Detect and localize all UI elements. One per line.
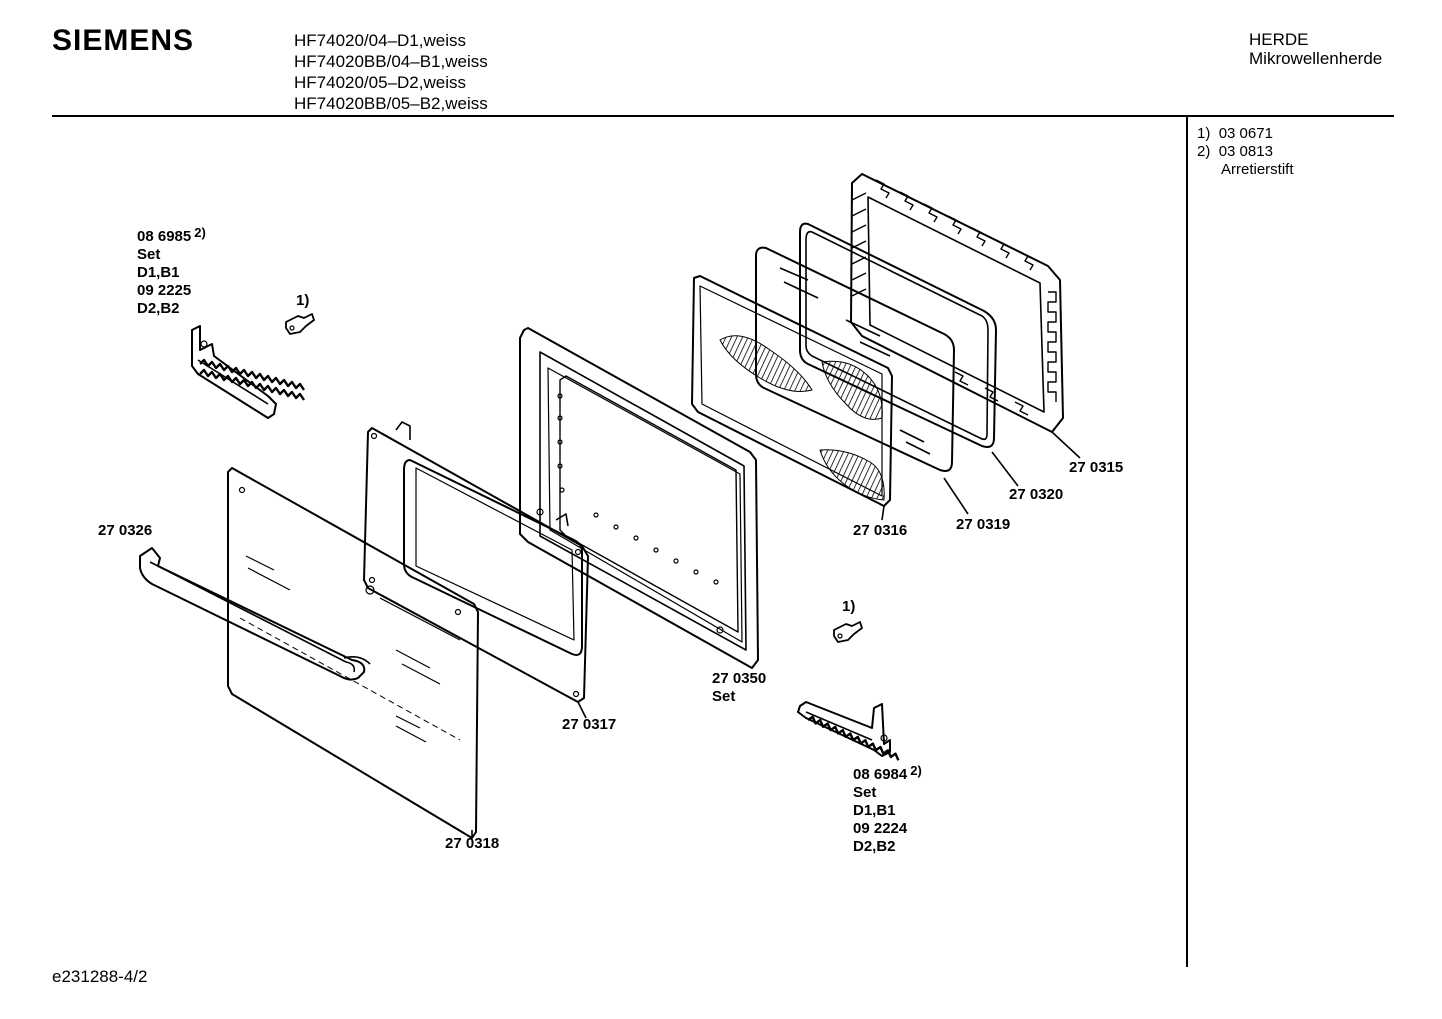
- label-pin-right: 1): [842, 598, 856, 615]
- label-inner-frame: 27 0317: [562, 716, 617, 733]
- part-detail: D1,B1: [853, 802, 896, 819]
- seal-part: [799, 222, 1019, 487]
- part-number: 08 6984: [853, 766, 908, 783]
- footnote-value: 03 0813: [1218, 143, 1273, 160]
- inner-frame-part: [363, 421, 589, 719]
- part-detail: D1,B1: [137, 264, 180, 281]
- label-seal: 27 0320: [1009, 486, 1064, 503]
- part-detail: D2,B2: [853, 838, 896, 855]
- pin-right-part: [833, 621, 863, 643]
- part-number: 08 6985: [137, 228, 192, 245]
- footnote-key: 1): [1197, 125, 1211, 142]
- footnote-2: 2) 03 0813: [1197, 143, 1294, 161]
- label-pin-left: 1): [296, 292, 310, 309]
- label-outer-glass: 27 0318: [445, 835, 500, 852]
- part-detail: D2,B2: [137, 300, 180, 317]
- part-detail: Set: [853, 784, 877, 801]
- part-number: 27 0350: [712, 670, 767, 687]
- hinge-left-part: [191, 325, 305, 419]
- part-detail: Set: [712, 688, 736, 705]
- model-line: HF74020/05–D2,weiss: [294, 73, 466, 92]
- model-line: HF74020BB/04–B1,weiss: [294, 52, 488, 71]
- footnote-description: Arretierstift: [1221, 161, 1294, 178]
- mesh-plate-part: [691, 275, 893, 521]
- category-title: HERDE: [1249, 30, 1309, 49]
- label-choke-frame: 27 0315: [1069, 459, 1124, 476]
- outer-glass-part: [227, 467, 479, 839]
- part-detail: Set: [137, 246, 161, 263]
- model-line: HF74020BB/05–B2,weiss: [294, 94, 488, 113]
- label-mesh-plate: 27 0316: [853, 522, 908, 539]
- handle-part: [139, 547, 371, 681]
- label-handle: 27 0326: [98, 522, 153, 539]
- pin-left-part: [285, 313, 315, 335]
- document-id: e231288-4/2: [52, 967, 148, 986]
- footnote-1: 1) 03 0671: [1197, 125, 1294, 143]
- footnote-value: 03 0671: [1218, 125, 1273, 142]
- part-detail: 09 2225: [137, 282, 192, 299]
- notes-divider: [1186, 117, 1188, 967]
- label-inner-glass: 27 0319: [956, 516, 1011, 533]
- inner-glass-part: [755, 246, 969, 515]
- footnotes-panel: 1) 03 0671 2) 03 0813 Arretierstift: [1197, 125, 1294, 179]
- model-list: HF74020/04–D1,weiss HF74020BB/04–B1,weis…: [294, 30, 488, 114]
- hinge-right-part: [797, 701, 900, 761]
- part-note-ref: 2): [194, 225, 206, 240]
- choke-frame-part: [850, 173, 1081, 459]
- part-detail: 09 2224: [853, 820, 908, 837]
- footnote-key: 2): [1197, 143, 1211, 160]
- product-category: HERDE Mikrowellenherde: [1249, 30, 1382, 68]
- category-subtitle: Mikrowellenherde: [1249, 49, 1383, 68]
- header-divider: [52, 115, 1394, 117]
- model-line: HF74020/04–D1,weiss: [294, 31, 466, 50]
- part-note-ref: 2): [910, 763, 922, 778]
- brand-logo: SIEMENS: [52, 24, 195, 57]
- door-frame-part: [519, 327, 759, 669]
- label-door-frame: 27 0350 Set: [712, 670, 766, 706]
